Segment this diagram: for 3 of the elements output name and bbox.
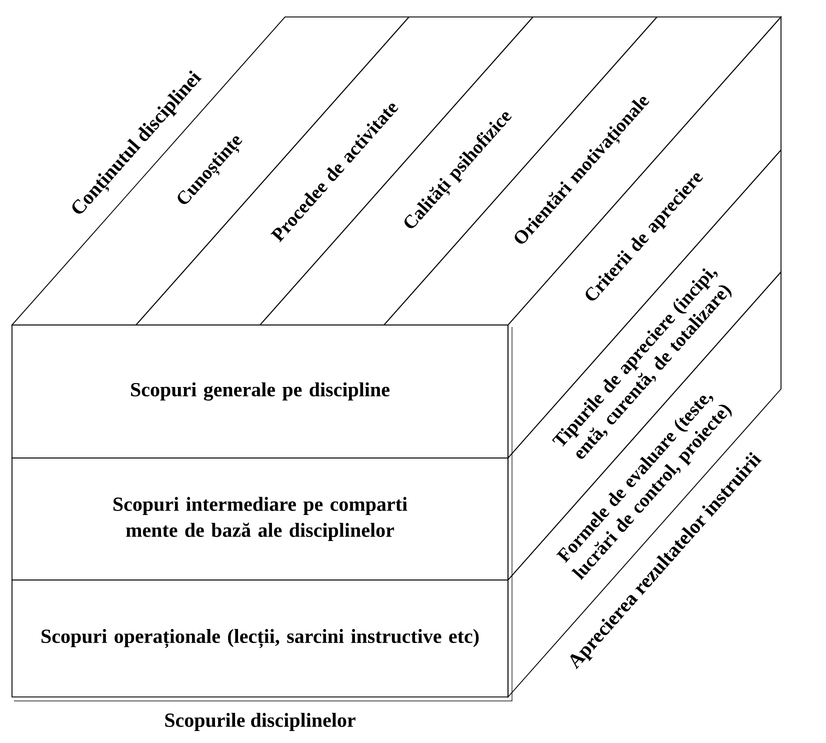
band: Scopuri operaționale (lecții, sarcini instructive etc)	[12, 580, 508, 698]
band: Scopuri intermediare pe comparti mente de bază ale disciplinelor	[12, 458, 508, 580]
band: Scopuri generale pe discipline	[12, 324, 508, 458]
